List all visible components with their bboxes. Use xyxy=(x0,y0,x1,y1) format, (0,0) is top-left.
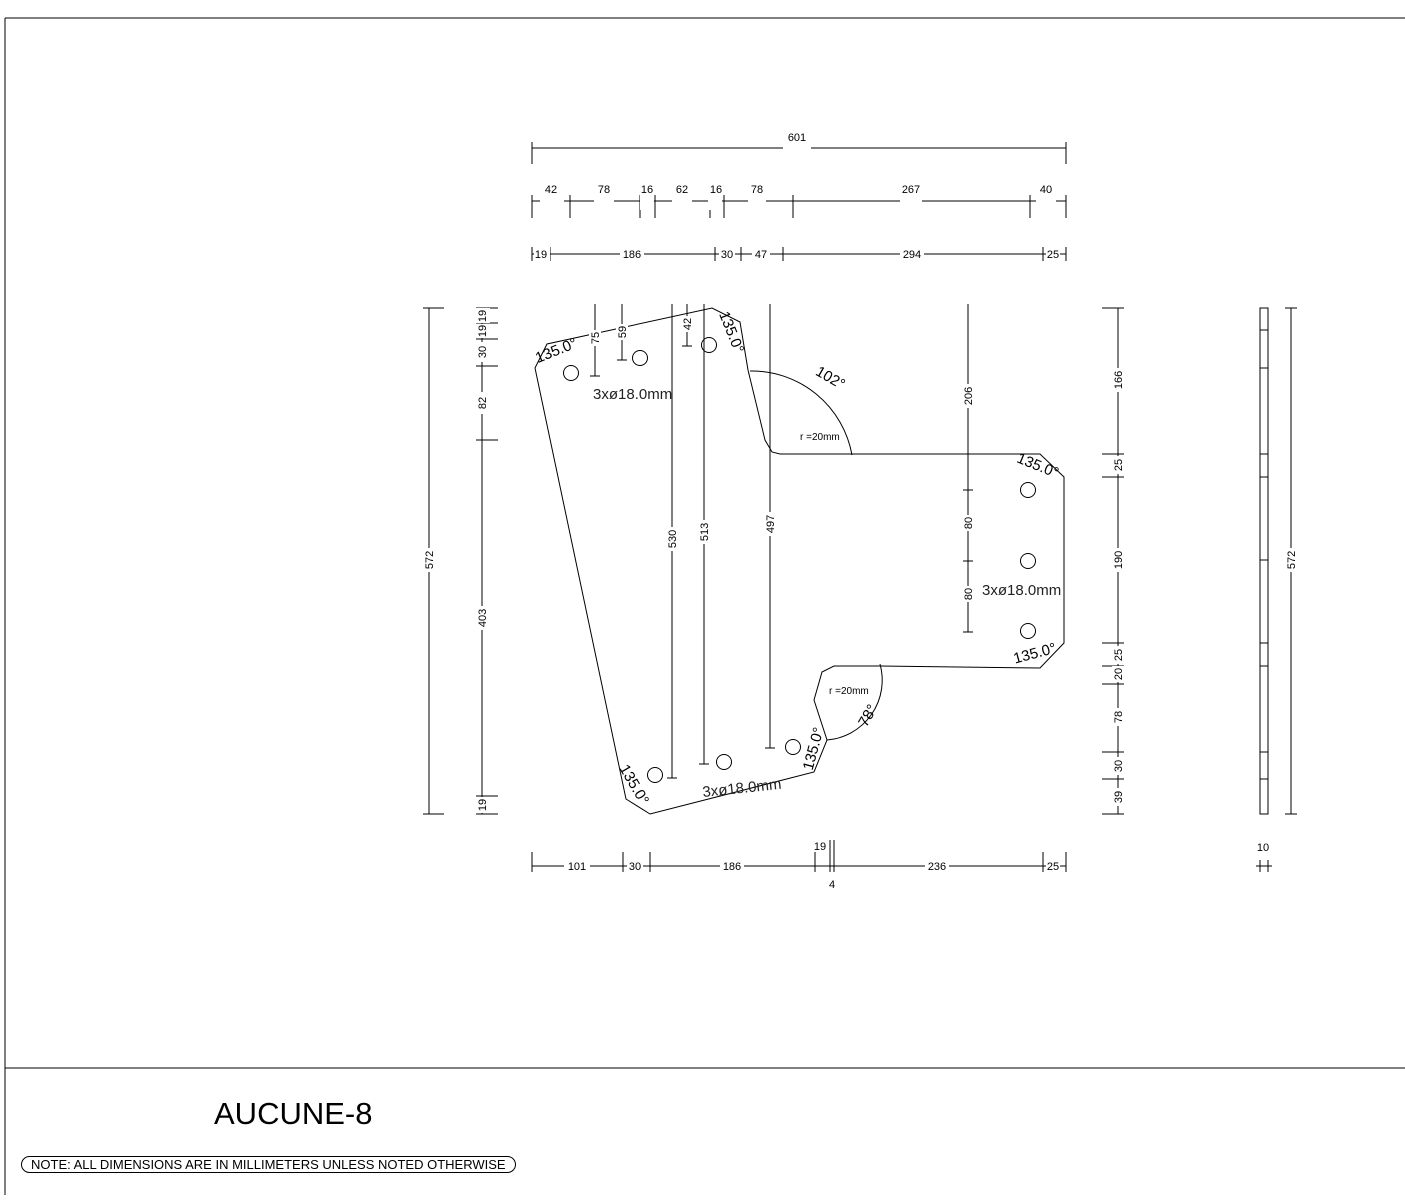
dim-text: 20 xyxy=(1113,668,1125,680)
dim-text: 19 xyxy=(814,841,826,853)
dim-text: 30 xyxy=(721,249,733,261)
dim-text: 513 xyxy=(699,523,711,541)
dim-text: 186 xyxy=(623,249,641,261)
dim-text: 294 xyxy=(903,249,921,261)
dim-text: 16 xyxy=(641,184,653,196)
dim-left-stack xyxy=(476,307,498,815)
dim-text: 19 xyxy=(477,310,489,322)
radius-label: r =20mm xyxy=(829,686,869,697)
hole xyxy=(701,337,717,353)
dim-left-stack-labels: 19 19 30 82 403 19 xyxy=(474,308,490,813)
angle-label: 78° xyxy=(855,702,881,730)
dim-text: 497 xyxy=(765,515,777,533)
dim-right-stack-labels: 166 25 190 25 20 78 30 39 xyxy=(1112,368,1125,806)
angle-label: 135.0° xyxy=(1012,640,1058,668)
dim-row-bottom-labels: 101 30 186 19 4 236 25 xyxy=(564,841,1060,891)
dim-text: 62 xyxy=(676,184,688,196)
hole xyxy=(1020,553,1036,569)
dim-text: 530 xyxy=(667,530,679,548)
angle-arc-102 xyxy=(749,370,853,456)
dim-text: 403 xyxy=(477,609,489,627)
dim-text: 101 xyxy=(568,861,586,873)
dim-row-top-2-labels: 19 186 30 47 294 25 xyxy=(534,245,1060,261)
dim-text: 267 xyxy=(902,184,920,196)
dim-overall-width xyxy=(531,142,1067,164)
dim-text: 16 xyxy=(710,184,722,196)
dim-row-bottom xyxy=(531,840,1067,872)
angle-arc-78 xyxy=(826,663,883,741)
dim-text: 30 xyxy=(1113,760,1125,772)
dim-inner-vertical-labels: 75 59 42 530 513 497 206 80 80 xyxy=(589,316,975,602)
dim-text: 78 xyxy=(751,184,763,196)
dim-text: 42 xyxy=(545,184,557,196)
hole xyxy=(1020,482,1036,498)
dim-text: 78 xyxy=(598,184,610,196)
hole xyxy=(647,767,663,783)
dim-text: 601 xyxy=(788,132,806,144)
hole xyxy=(1020,623,1036,639)
radius-label: r =20mm xyxy=(800,432,840,443)
dim-text: 25 xyxy=(1113,459,1125,471)
dim-text: 186 xyxy=(723,861,741,873)
dim-text: 19 xyxy=(477,325,489,337)
dim-text: 10 xyxy=(1257,842,1269,854)
dim-text: 39 xyxy=(1113,791,1125,803)
dim-thickness xyxy=(1256,860,1272,872)
hole xyxy=(716,754,732,770)
dim-text: 19 xyxy=(535,249,547,261)
dim-text: 572 xyxy=(1286,551,1298,569)
dim-text: 59 xyxy=(617,326,629,338)
angle-label: 135.0° xyxy=(533,335,580,367)
dim-text: 82 xyxy=(477,397,489,409)
hole-group-label: 3xø18.0mm xyxy=(982,582,1061,599)
dim-text: 19 xyxy=(477,799,489,811)
dim-text: 30 xyxy=(629,861,641,873)
side-view xyxy=(1259,307,1269,815)
dim-text: 572 xyxy=(424,551,436,569)
hole xyxy=(563,365,579,381)
dim-text: 30 xyxy=(477,346,489,358)
dim-text: 47 xyxy=(755,249,767,261)
dim-text: 80 xyxy=(963,588,975,600)
dim-text: 4 xyxy=(829,879,835,891)
dim-text: 206 xyxy=(963,387,975,405)
dim-text: 75 xyxy=(590,332,602,344)
angle-label: 135.0° xyxy=(1014,450,1061,482)
dim-row-top-1-labels: 42 78 16 62 16 78 267 40 xyxy=(540,184,1056,210)
hole-group-label: 3xø18.0mm xyxy=(593,386,672,403)
angle-label: 135.0° xyxy=(715,309,747,356)
dim-text: 236 xyxy=(928,861,946,873)
hole xyxy=(632,350,648,366)
dim-text: 166 xyxy=(1113,371,1125,389)
dim-text: 25 xyxy=(1113,649,1125,661)
angle-label: 135.0° xyxy=(616,762,652,808)
dim-row-top-2 xyxy=(531,247,1067,261)
angle-label: 102° xyxy=(813,363,848,393)
hole xyxy=(785,739,801,755)
dim-text: 40 xyxy=(1040,184,1052,196)
dim-text: 190 xyxy=(1113,551,1125,569)
holes xyxy=(563,337,1036,783)
dim-text: 80 xyxy=(963,517,975,529)
dim-text: 78 xyxy=(1113,711,1125,723)
dim-text: 42 xyxy=(682,318,694,330)
part-outline xyxy=(534,307,1065,815)
dim-text: 25 xyxy=(1047,861,1059,873)
part-title: AUCUNE-8 xyxy=(214,1096,373,1131)
hole-group-label: 3xø18.0mm xyxy=(702,776,783,801)
dimension-note: NOTE: ALL DIMENSIONS ARE IN MILLIMETERS … xyxy=(21,1156,516,1173)
dim-text: 25 xyxy=(1047,249,1059,261)
